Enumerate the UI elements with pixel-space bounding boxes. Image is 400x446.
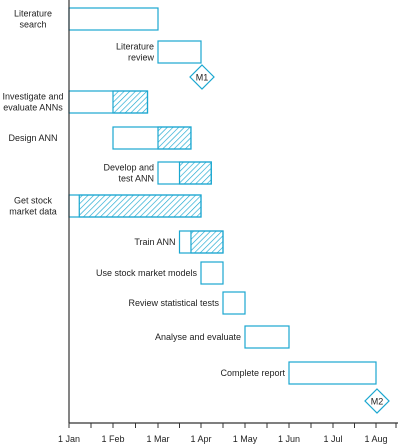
milestone-label: M2 [371,397,384,407]
task-bar-hatched [78,194,202,218]
task-label: Analyse and evaluate [155,332,241,342]
task-label-line: Analyse and evaluate [155,332,241,342]
task-label-line: Develop and [103,163,154,173]
task-bar-hatched [178,161,212,185]
task-row-review-statistical-tests: Review statistical tests [128,291,246,315]
x-tick-label: 1 Jun [278,434,300,444]
time-axis: 1 Jan 1 Feb 1 Mar 1 Apr 1 May 1 Jun 1 Jul 1 Aug [58,0,398,444]
task-label-line: Literature [14,9,52,19]
task-label-line: review [128,53,155,63]
milestone-label: M1 [196,73,209,83]
task-label-line: search [19,20,46,30]
x-tick-label: 1 Apr [190,434,211,444]
milestone-diamond [189,64,215,90]
task-row-analyse-and-evaluate: Analyse and evaluate [155,325,290,349]
milestone-m2: M2 [364,388,390,414]
x-tick-label: 1 Aug [364,434,387,444]
task-bar [200,261,224,285]
task-label: Review statistical tests [128,298,219,308]
task-label-line: Get stock [14,196,53,206]
task-bar-hatched [190,230,224,254]
x-tick-label: 1 Jul [323,434,342,444]
task-label-line: evaluate ANNs [3,103,63,113]
x-tick-label: 1 May [233,434,258,444]
task-label: Train ANN [134,237,175,247]
task-bar [244,325,290,349]
task-label-line: Use stock market models [96,268,198,278]
x-tick-label: 1 Feb [101,434,124,444]
task-bar [157,40,202,64]
x-tick-label: 1 Mar [146,434,169,444]
task-label: Complete report [220,368,285,378]
task-label-line: Complete report [220,368,285,378]
task-row-use-stock-market-models: Use stock market models [96,261,224,285]
task-label: Design ANN [8,133,57,143]
task-bar-hatched [112,90,149,114]
task-bar [222,291,246,315]
task-row-design-ann: Design ANN [8,126,192,150]
task-bar [68,7,159,31]
task-bar [288,361,377,385]
x-tick-label: 1 Jan [58,434,80,444]
milestone-diamond [364,388,390,414]
task-row-train-ann: Train ANN [134,230,224,254]
task-label-line: Train ANN [134,237,175,247]
milestone-m1: M1 [189,64,215,90]
task-label-line: Design ANN [8,133,57,143]
task-row-complete-report: Complete report [220,361,377,385]
task-label-line: market data [9,207,57,217]
task-label: Use stock market models [96,268,198,278]
task-label-line: Review statistical tests [128,298,219,308]
task-label-line: test ANN [118,174,154,184]
task-label-line: Literature [116,42,154,52]
task-label-line: Investigate and [2,92,63,102]
task-bar-hatched [157,126,192,150]
